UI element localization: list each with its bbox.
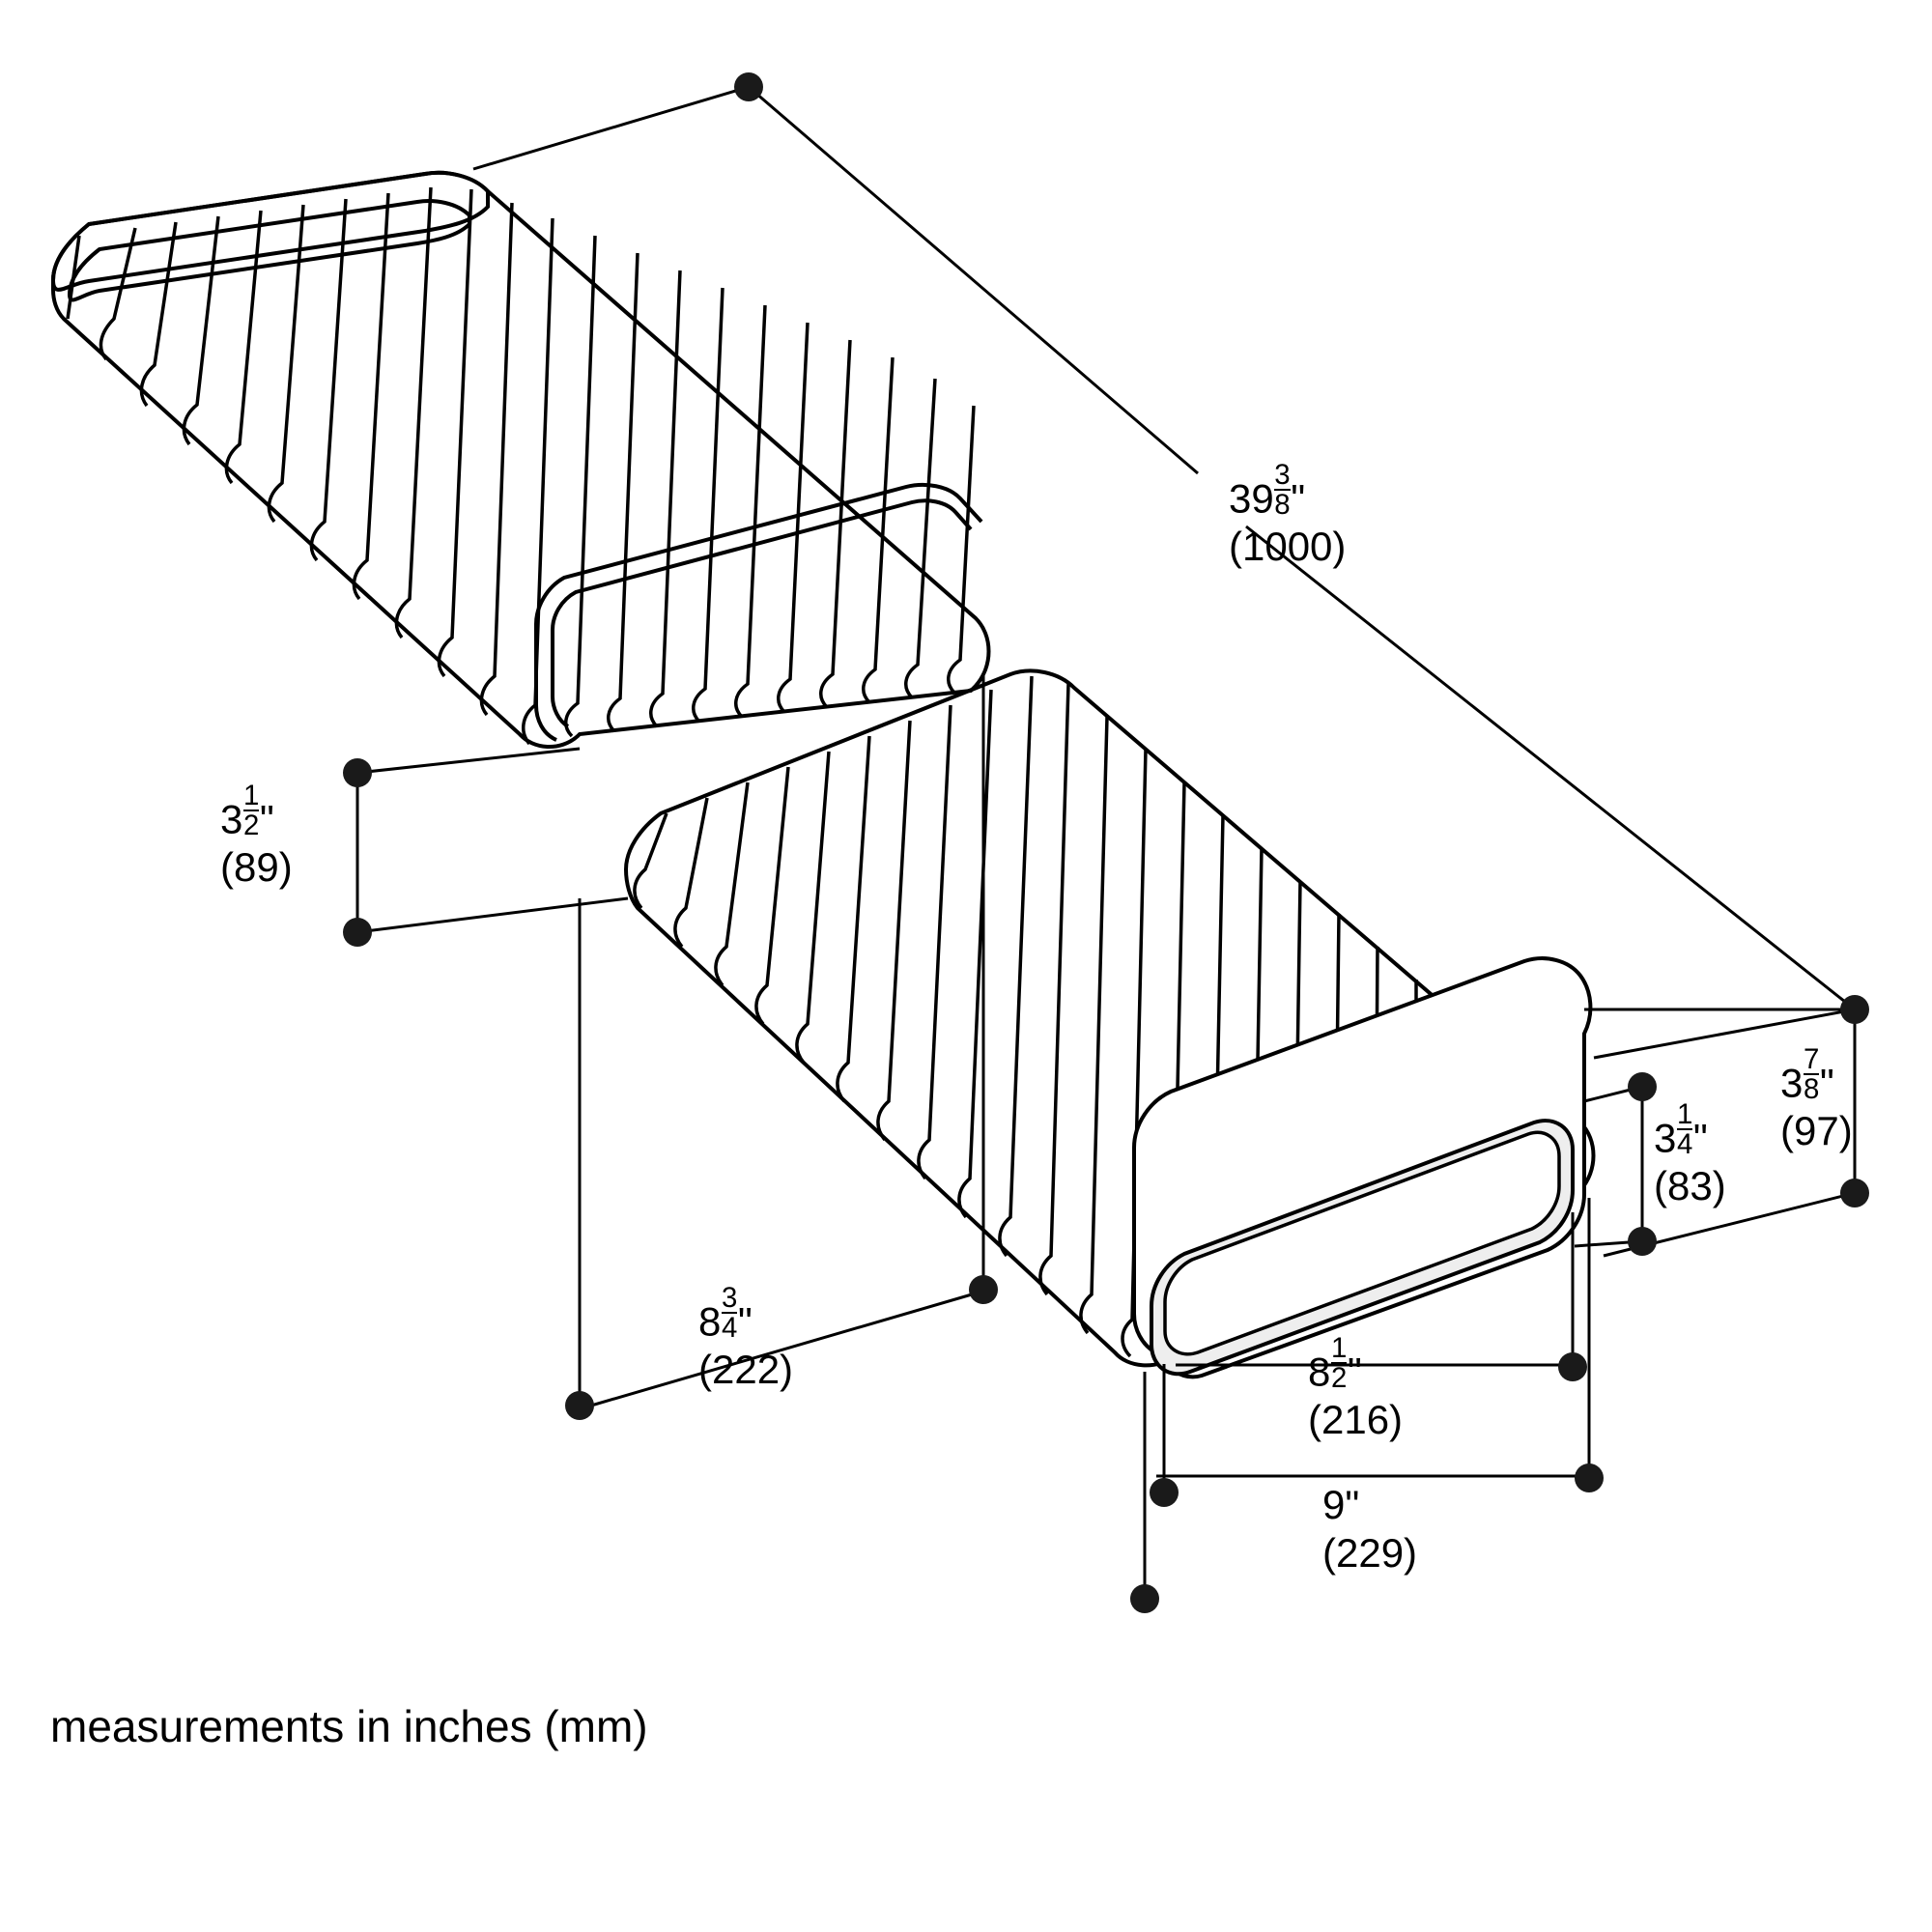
dimension-width-upper-metric: (222) <box>698 1347 794 1392</box>
dimension-outer-height-unit: " <box>1819 1060 1834 1106</box>
dimension-inner-height-unit: " <box>1692 1115 1708 1161</box>
dimension-length-whole: 39 <box>1229 475 1274 522</box>
lower-duct-body <box>623 668 1596 1368</box>
dot-height-left-bottom <box>343 918 372 947</box>
dot-outer-height-bottom <box>1840 1179 1869 1208</box>
dimension-length-metric: (1000) <box>1229 524 1347 569</box>
dot-width-upper-bottom <box>565 1391 594 1420</box>
dot-inner-height-bottom <box>1628 1227 1657 1256</box>
upper-duct-ribs <box>66 186 976 746</box>
dimension-hose-height-unit: " <box>259 796 274 842</box>
dimension-length-unit: " <box>1291 475 1306 522</box>
dimension-outer-width-whole: 9 <box>1322 1482 1346 1527</box>
dimension-outer-height-metric: (97) <box>1780 1108 1853 1153</box>
dimension-hose-height-metric: (89) <box>220 844 293 890</box>
dot-length-start <box>734 72 763 101</box>
dimension-outer-width-metric: (229) <box>1322 1529 1418 1576</box>
lower-duct-open-end <box>1132 956 1593 1379</box>
units-note: measurements in inches (mm) <box>50 1701 648 1751</box>
dot-inner-height-top <box>1628 1072 1657 1101</box>
upper-duct-body <box>50 170 991 750</box>
dimension-endpoint-dots <box>343 72 1869 1613</box>
dimension-inner-width-metric: (216) <box>1308 1397 1404 1442</box>
dot-width-upper-top <box>969 1275 998 1304</box>
dot-inner-width-right <box>1558 1352 1587 1381</box>
dimension-outer-height-whole: 3 <box>1780 1060 1804 1106</box>
dimension-hose-height-whole: 3 <box>220 796 243 842</box>
upper-duct-open-end <box>534 482 983 742</box>
dot-inner-width-left <box>1150 1478 1179 1507</box>
dimension-width-upper-unit: " <box>737 1298 753 1345</box>
dimension-inner-width-whole: 8 <box>1308 1349 1331 1395</box>
dot-length-end <box>1840 995 1869 1024</box>
dimension-width-upper-whole: 8 <box>698 1298 722 1345</box>
dot-height-left-top <box>343 758 372 787</box>
dot-outer-width-left <box>1130 1584 1159 1613</box>
dimension-outer-width-unit: " <box>1345 1482 1360 1527</box>
dot-outer-width-right <box>1575 1463 1604 1492</box>
dimension-lines <box>355 85 1857 1599</box>
dimension-label-outer-width: 9" (229) <box>1322 1481 1417 1577</box>
dimension-inner-height-metric: (83) <box>1654 1163 1726 1208</box>
dimension-inner-height-whole: 3 <box>1654 1115 1677 1161</box>
dimension-inner-width-unit: " <box>1347 1349 1362 1395</box>
